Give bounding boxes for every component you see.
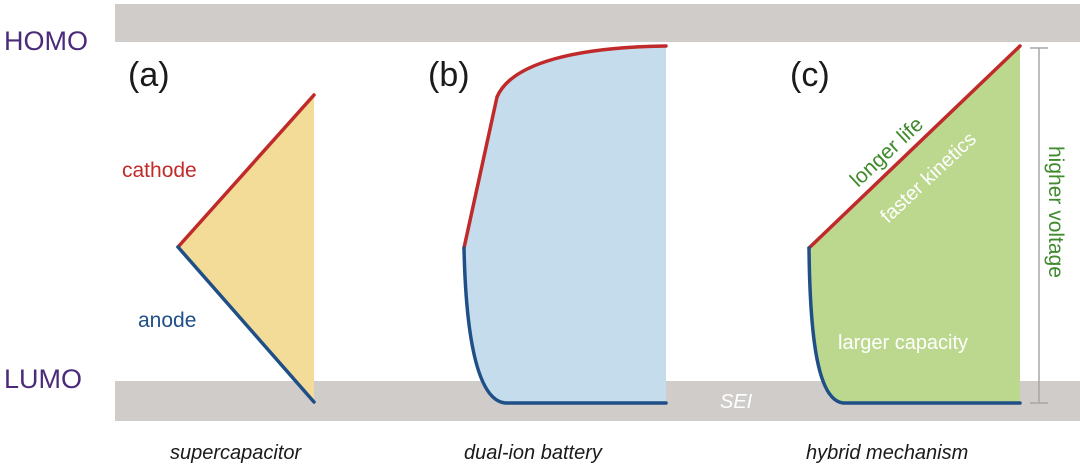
cathode-label: cathode bbox=[122, 159, 197, 182]
panel-c-anode-curve bbox=[807, 246, 1022, 405]
panel-b: (b) dual-ion battery bbox=[428, 44, 668, 464]
anode-label: anode bbox=[138, 309, 196, 332]
panel-b-cathode-curve bbox=[462, 44, 668, 250]
panel-a-anode-line bbox=[176, 245, 316, 404]
panel-a-cathode-line bbox=[176, 93, 316, 249]
panel-c-cathode-line bbox=[807, 44, 1022, 250]
panel-b-caption: dual-ion battery bbox=[464, 442, 603, 464]
panel-b-anode-curve bbox=[462, 246, 668, 405]
homo-band bbox=[115, 4, 1080, 42]
panel-c-fill bbox=[809, 46, 1020, 403]
panel-a-fill bbox=[178, 95, 314, 402]
sei-label: SEI bbox=[720, 391, 753, 413]
larger-capacity-label: larger capacity bbox=[838, 332, 968, 354]
homo-label: HOMO bbox=[4, 26, 88, 56]
higher-voltage-label: higher voltage bbox=[1044, 146, 1067, 278]
panel-a-tag: (a) bbox=[128, 56, 170, 94]
panel-b-tag: (b) bbox=[428, 56, 470, 94]
panel-a-caption: supercapacitor bbox=[170, 442, 303, 464]
panel-a: (a) cathode anode supercapacitor bbox=[122, 56, 316, 464]
panel-b-fill bbox=[464, 46, 666, 403]
panel-c-caption: hybrid mechanism bbox=[806, 442, 968, 464]
panel-c-tag: (c) bbox=[790, 56, 830, 94]
lumo-label: LUMO bbox=[4, 364, 82, 394]
